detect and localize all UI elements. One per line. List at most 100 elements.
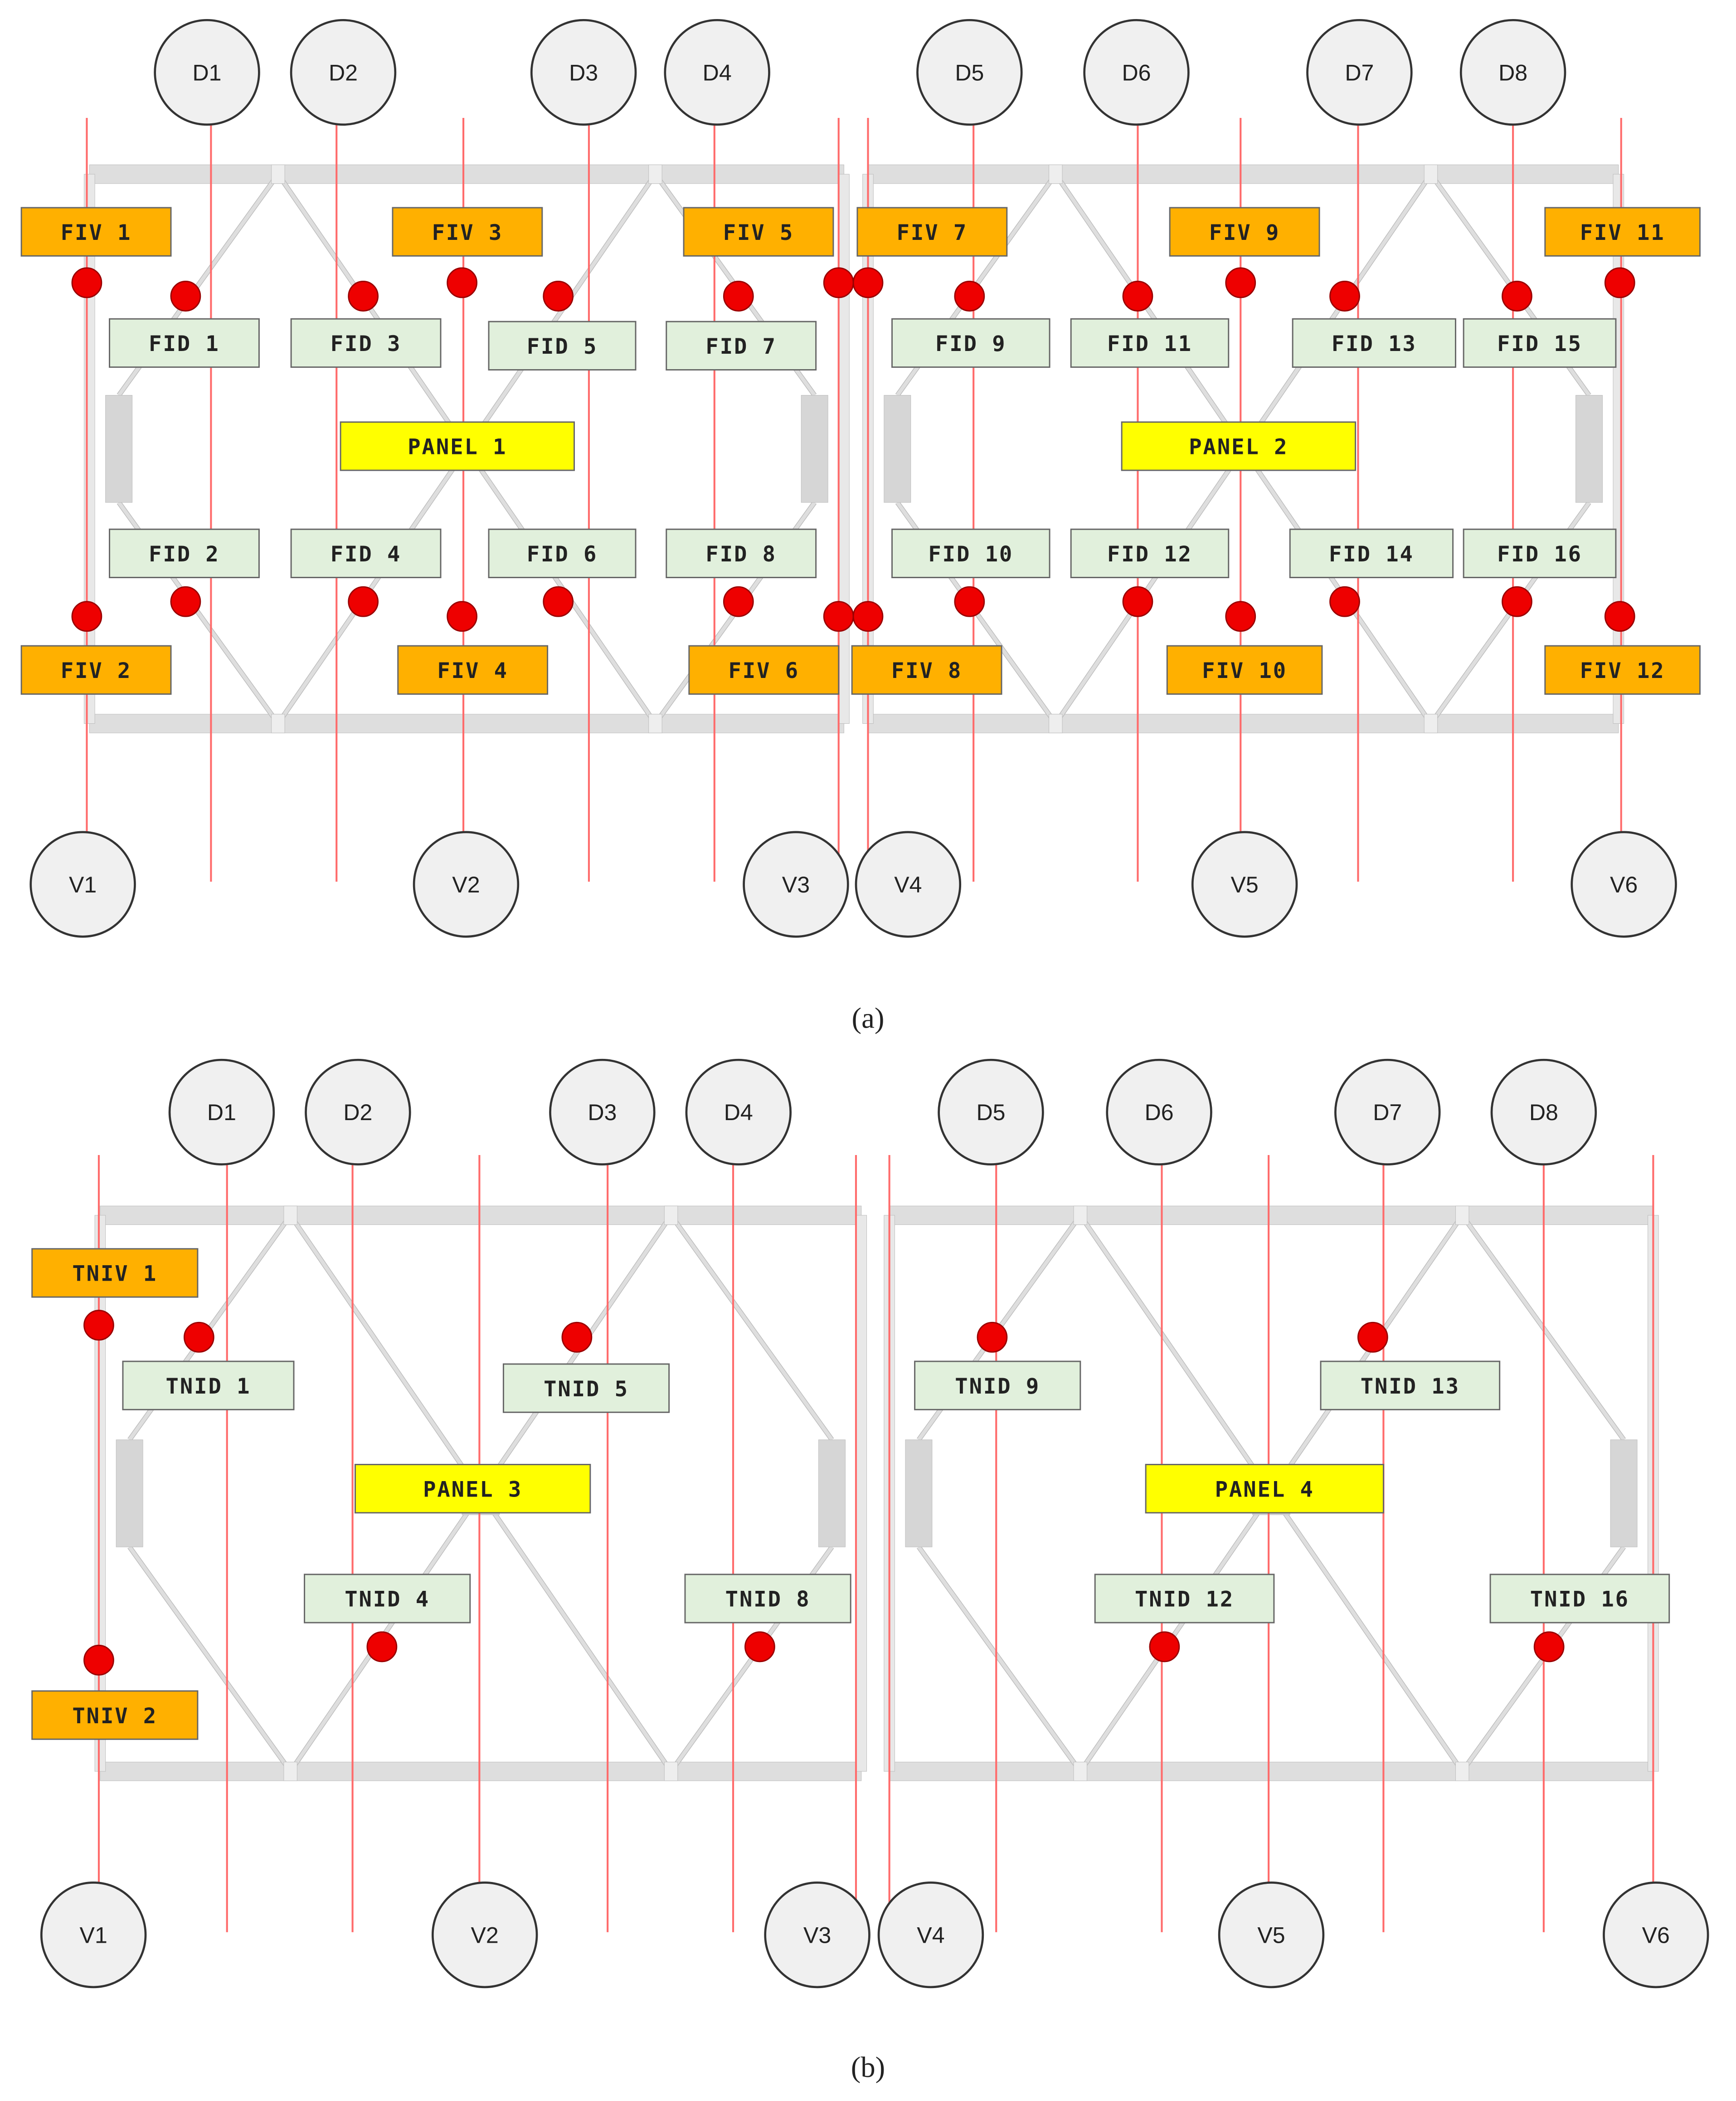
fiv-label-5-box <box>683 207 834 257</box>
diagonal-circle-d3-label: D3 <box>588 1100 617 1125</box>
panel-label-1-text: PANEL 1 <box>408 435 507 460</box>
fiv-label-3-box <box>392 207 543 257</box>
panel-label-4: PANEL 4 <box>1145 1464 1384 1514</box>
diagonal-member <box>1055 174 1243 449</box>
chord-joint <box>272 165 285 183</box>
vertical-circle-v6: V6 <box>1571 831 1677 938</box>
vertical-circle-v6-shape <box>1603 1882 1709 1989</box>
fid-label-5-text: FID 5 <box>527 334 598 359</box>
fid-label-1: FID 1 <box>109 318 260 368</box>
end-post <box>95 1215 106 1771</box>
diagonal-circle-d2-label: D2 <box>343 1100 372 1125</box>
vertical-circle-v5-label: V5 <box>1257 1922 1285 1948</box>
vertical-circle-v2: V2 <box>413 831 520 938</box>
gusset-plate <box>1576 395 1603 502</box>
chord-joint <box>284 1762 297 1780</box>
fid-label-9-box <box>891 318 1050 368</box>
diagonal-circle-d7: D7 <box>1334 1058 1441 1166</box>
diagonal-member <box>467 174 655 449</box>
vertical-circle-v3-label: V3 <box>782 872 810 897</box>
tniv-label-1-box <box>31 1248 199 1298</box>
diagonal-member <box>1080 1215 1271 1493</box>
sensor-dot <box>366 1631 398 1662</box>
vertical-circle-v5: V5 <box>1191 831 1298 938</box>
diagonal-circle-d6: D6 <box>1083 19 1190 126</box>
tnid-label-2: TNID 4 <box>304 1574 471 1623</box>
fid-label-11-box <box>1070 318 1230 368</box>
sensor-dot <box>83 1644 114 1676</box>
gusset-plate <box>801 395 828 502</box>
tnid-label-4-text: TNID 8 <box>725 1587 811 1612</box>
tnid-label-4: TNID 8 <box>684 1574 851 1623</box>
sensor-dot <box>543 586 574 617</box>
vertical-circle-v4-label: V4 <box>894 872 922 897</box>
bottom-chord <box>100 1762 861 1780</box>
gusset-plate <box>819 1440 846 1547</box>
fiv-label-6: FIV 6 <box>688 645 840 695</box>
diagonal-circle-d1-label: D1 <box>207 1100 236 1125</box>
fiv-label-3: FIV 3 <box>392 207 543 257</box>
fid-label-3: FID 3 <box>290 318 442 368</box>
tniv-label-2: TNIV 2 <box>31 1690 199 1740</box>
bottom-chord <box>890 1762 1653 1780</box>
fid-label-10-box <box>891 528 1050 578</box>
sensor-dot <box>1149 1631 1180 1662</box>
fid-label-2-box <box>109 528 260 578</box>
fid-label-4: FID 4 <box>290 528 442 578</box>
diagonal-circle-d8-shape <box>1459 19 1566 126</box>
fid-label-5: FID 5 <box>488 321 637 370</box>
diagonal-circle-d5-shape <box>916 19 1023 126</box>
vertical-circle-v6-label: V6 <box>1610 872 1638 897</box>
panel-label-3-box <box>354 1464 591 1514</box>
fiv-label-3-text: FIV 3 <box>432 220 503 245</box>
top-chord <box>890 1206 1653 1224</box>
sensor-dot <box>1122 586 1153 617</box>
diagonal-member <box>1080 1493 1271 1771</box>
tnid-label-1-box <box>122 1360 295 1410</box>
sensor-dot <box>852 601 884 632</box>
diagonal-circle-d5-label: D5 <box>955 60 984 85</box>
fid-label-8-box <box>666 528 817 578</box>
panel-label-3: PANEL 3 <box>354 1464 591 1514</box>
fid-label-11-text: FID 11 <box>1107 331 1192 356</box>
tniv-label-1: TNIV 1 <box>31 1248 199 1298</box>
diagonal-circle-d6-shape <box>1083 19 1190 126</box>
diagonal-circle-d1-shape <box>154 19 260 126</box>
diagonal-circle-d8-shape <box>1490 1058 1597 1166</box>
fiv-label-9: FIV 9 <box>1169 207 1320 257</box>
panel-label-2-box <box>1121 421 1357 471</box>
fid-label-13: FID 13 <box>1292 318 1456 368</box>
diagonal-member <box>278 174 467 449</box>
vertical-circle-v3-shape <box>743 831 849 938</box>
fid-label-14-text: FID 14 <box>1329 542 1414 567</box>
sensor-dot <box>1122 281 1153 312</box>
fid-label-8-text: FID 8 <box>705 542 777 567</box>
end-post <box>839 174 850 723</box>
chord-joint <box>1455 1762 1469 1780</box>
diagonal-circle-d5: D5 <box>938 1058 1044 1166</box>
chord-joint <box>1424 714 1437 733</box>
fiv-label-1-text: FIV 1 <box>61 220 132 245</box>
tnid-label-5: TNID 9 <box>914 1360 1081 1410</box>
tnid-label-5-box <box>914 1360 1081 1410</box>
diagonal-circle-d4: D4 <box>685 1058 792 1166</box>
tnid-label-2-text: TNID 4 <box>345 1587 430 1612</box>
fiv-label-10-box <box>1166 645 1323 695</box>
figure-caption-b: (b) <box>851 2051 885 2084</box>
fiv-label-8: FIV 8 <box>851 645 1002 695</box>
vertical-circle-v3: V3 <box>764 1882 870 1989</box>
sensor-dot <box>348 586 379 617</box>
diagonal-member <box>1243 449 1431 724</box>
diagonal-circle-d3-shape <box>549 1058 656 1166</box>
vertical-circle-v1-shape <box>40 1882 147 1989</box>
diagonal-circle-d6-label: D6 <box>1145 1100 1174 1125</box>
sensor-dot <box>723 586 754 617</box>
fiv-label-8-box <box>851 645 1002 695</box>
fid-label-9-text: FID 9 <box>935 331 1007 356</box>
top-chord <box>868 165 1619 183</box>
diagonal-circle-d5-shape <box>938 1058 1044 1166</box>
fiv-label-5-text: FIV 5 <box>723 220 794 245</box>
fiv-label-2: FIV 2 <box>20 645 172 695</box>
vertical-circle-v5: V5 <box>1218 1882 1325 1989</box>
fiv-label-5: FIV 5 <box>683 207 834 257</box>
